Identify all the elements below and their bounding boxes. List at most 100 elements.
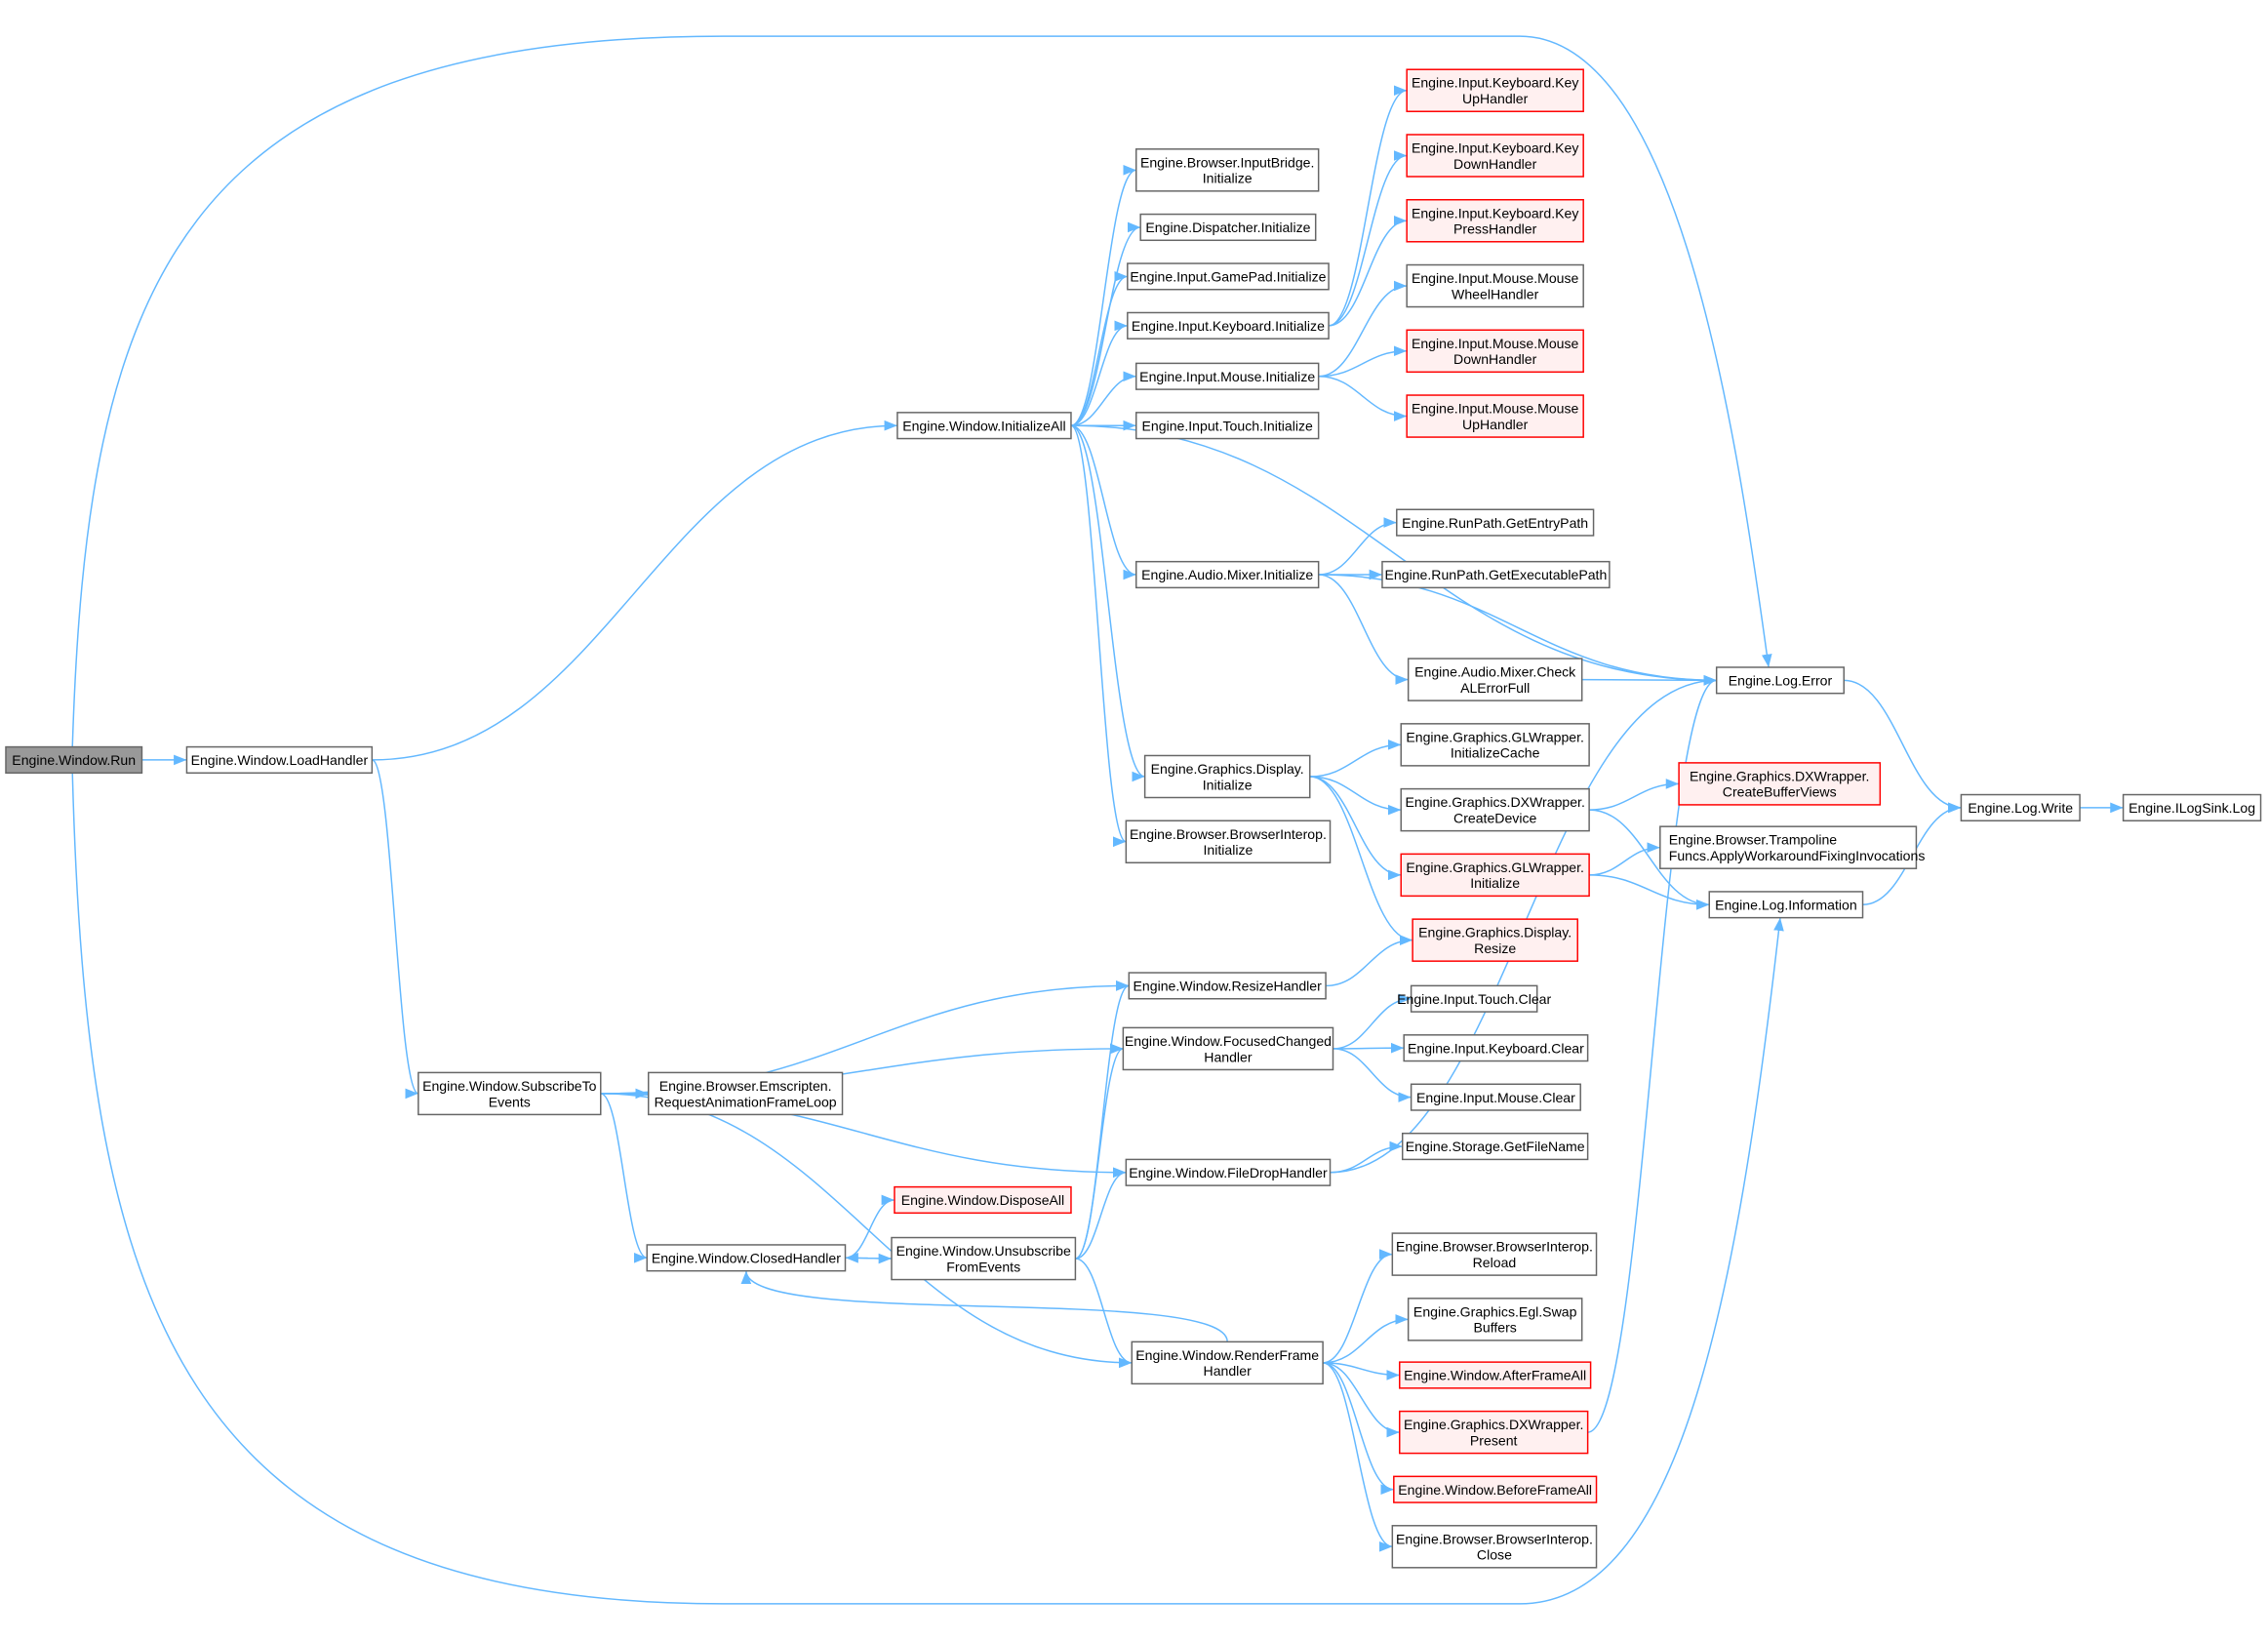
node-label: Engine.Audio.Mixer.Check — [1414, 664, 1576, 680]
node-label: Engine.Browser.Emscripten. — [659, 1078, 832, 1094]
node-getExec[interactable]: Engine.RunPath.GetExecutablePath — [1381, 560, 1611, 589]
node-logWrite[interactable]: Engine.Log.Write — [1960, 793, 2081, 821]
node-disposeAll[interactable]: Engine.Window.DisposeAll — [894, 1185, 1072, 1215]
node-beforeFrame[interactable]: Engine.Window.BeforeFrameAll — [1393, 1475, 1598, 1503]
edge-unsubscribe-to-resizeH — [1075, 980, 1130, 1260]
node-label: Resize — [1474, 940, 1516, 956]
node-box — [647, 1071, 844, 1116]
node-mouseClear[interactable]: Engine.Input.Mouse.Clear — [1410, 1083, 1581, 1111]
node-box — [1127, 311, 1330, 340]
node-label: Engine.Window.ClosedHandler — [652, 1251, 841, 1266]
node-box — [894, 1185, 1072, 1215]
edge-mouseInit-to-mouseDown — [1318, 345, 1408, 378]
node-label: Funcs.ApplyWorkaroundFixingInvocations — [1669, 848, 1926, 863]
node-box — [1410, 1083, 1581, 1111]
node-logInfo[interactable]: Engine.Log.Information — [1708, 891, 1864, 919]
node-label: Engine.Log.Write — [1968, 800, 2073, 816]
edge-keyboardInit-to-keyUp — [1328, 85, 1408, 327]
node-dispatcher[interactable]: Engine.Dispatcher.Initialize — [1139, 213, 1317, 242]
edge-initAll-to-logError — [1070, 424, 1717, 686]
node-inputBridge[interactable]: Engine.Browser.InputBridge.Initialize — [1134, 148, 1320, 192]
edge-initAll-to-displayInit — [1070, 424, 1145, 782]
node-kbClear[interactable]: Engine.Input.Keyboard.Clear — [1403, 1034, 1589, 1062]
node-getEntry[interactable]: Engine.RunPath.GetEntryPath — [1396, 508, 1595, 537]
node-box — [1381, 560, 1611, 589]
node-dxCreate[interactable]: Engine.Graphics.DXWrapper.CreateDevice — [1400, 787, 1590, 832]
node-box — [1127, 262, 1330, 291]
node-browserInteropInit[interactable]: Engine.Browser.BrowserInterop.Initialize — [1125, 820, 1332, 864]
node-label: Engine.Browser.InputBridge. — [1140, 154, 1314, 170]
node-box — [1134, 362, 1320, 390]
edge-unsubscribe-to-focused — [1075, 1043, 1124, 1260]
node-box — [1125, 820, 1332, 864]
edge-initAll-to-inputBridge — [1070, 165, 1136, 426]
node-touchClear[interactable]: Engine.Input.Touch.Clear — [1397, 984, 1552, 1013]
edge-focused-to-touchClear — [1333, 993, 1412, 1050]
node-initAll[interactable]: Engine.Window.InitializeAll — [896, 412, 1072, 440]
node-mouseInit[interactable]: Engine.Input.Mouse.Initialize — [1134, 362, 1320, 390]
node-label: Handler — [1204, 1049, 1253, 1064]
edge-logError-to-logWrite — [1844, 679, 1962, 814]
node-box — [1393, 1475, 1598, 1503]
node-label: Engine.Window.DisposeAll — [901, 1192, 1064, 1208]
node-label: Engine.Input.Mouse.Mouse — [1412, 336, 1579, 351]
node-label: Engine.Window.RenderFrame — [1135, 1347, 1319, 1363]
node-fileDrop[interactable]: Engine.Window.FileDropHandler — [1125, 1158, 1332, 1186]
edge-renderFrame-to-dxPresent — [1323, 1362, 1400, 1438]
node-label: Engine.Window.BeforeFrameAll — [1398, 1482, 1592, 1498]
node-trampoline[interactable]: Engine.Browser.TrampolineFuncs.ApplyWork… — [1659, 825, 1926, 869]
node-box — [1396, 508, 1595, 537]
edge-closedH-to-disposeAll — [845, 1194, 895, 1260]
node-keyboardInit[interactable]: Engine.Input.Keyboard.Initialize — [1127, 311, 1330, 340]
node-label: Initialize — [1203, 777, 1253, 792]
node-box — [896, 412, 1072, 440]
edge-audioInit-to-checkAL — [1318, 574, 1409, 685]
node-getFileName[interactable]: Engine.Storage.GetFileName — [1401, 1132, 1589, 1161]
node-ilog[interactable]: Engine.ILogSink.Log — [2122, 793, 2262, 821]
node-box — [1400, 723, 1590, 767]
edge-keyboardInit-to-keyDown — [1328, 150, 1408, 327]
node-glInit[interactable]: Engine.Graphics.GLWrapper.Initialize — [1400, 853, 1590, 898]
node-load[interactable]: Engine.Window.LoadHandler — [185, 745, 374, 775]
node-touchInit[interactable]: Engine.Input.Touch.Initialize — [1134, 412, 1320, 440]
node-audioInit[interactable]: Engine.Audio.Mixer.Initialize — [1134, 560, 1320, 589]
node-emscripten[interactable]: Engine.Browser.Emscripten.RequestAnimati… — [647, 1071, 844, 1116]
node-box — [1128, 972, 1327, 1000]
node-close[interactable]: Engine.Browser.BrowserInterop.Close — [1391, 1525, 1598, 1569]
node-logError[interactable]: Engine.Log.Error — [1715, 666, 1845, 695]
node-displayInit[interactable]: Engine.Graphics.Display.Initialize — [1143, 754, 1311, 799]
node-label: Engine.Input.Keyboard.Initialize — [1132, 318, 1325, 334]
node-run[interactable]: Engine.Window.Run — [5, 745, 143, 775]
node-label: FromEvents — [946, 1259, 1020, 1274]
node-label: Engine.Input.Keyboard.Key — [1412, 75, 1579, 91]
node-label: Buffers — [1473, 1320, 1516, 1336]
node-label: Engine.Graphics.Egl.Swap — [1413, 1303, 1577, 1319]
node-label: DownHandler — [1453, 156, 1537, 172]
node-box — [1678, 762, 1882, 806]
edge-resizeH-to-displayResize — [1326, 935, 1413, 987]
node-displayResize[interactable]: Engine.Graphics.Display.Resize — [1412, 918, 1578, 962]
node-label: UpHandler — [1462, 91, 1529, 106]
node-dxPresent[interactable]: Engine.Graphics.DXWrapper.Present — [1399, 1410, 1589, 1455]
node-glInitCache[interactable]: Engine.Graphics.GLWrapper.InitializeCach… — [1400, 723, 1590, 767]
node-label: Engine.Graphics.GLWrapper. — [1406, 860, 1584, 875]
node-gamepad[interactable]: Engine.Input.GamePad.Initialize — [1127, 262, 1330, 291]
node-resizeH[interactable]: Engine.Window.ResizeHandler — [1128, 972, 1327, 1000]
node-closedH[interactable]: Engine.Window.ClosedHandler — [646, 1244, 847, 1272]
node-dxBuffers[interactable]: Engine.Graphics.DXWrapper.CreateBufferVi… — [1678, 762, 1882, 806]
node-reload[interactable]: Engine.Browser.BrowserInterop.Reload — [1391, 1232, 1598, 1276]
node-afterFrame[interactable]: Engine.Window.AfterFrameAll — [1399, 1361, 1592, 1389]
node-label: Engine.Window.SubscribeTo — [422, 1078, 597, 1094]
